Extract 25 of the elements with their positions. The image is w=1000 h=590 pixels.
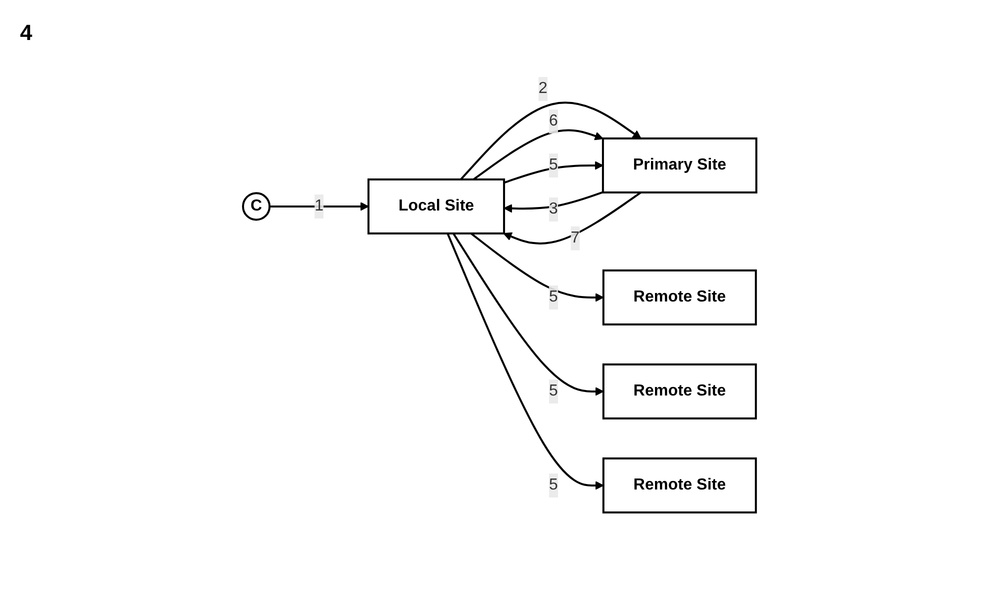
node-box: Remote Site	[602, 364, 758, 420]
arrow	[270, 202, 370, 212]
edge-label: 1	[314, 198, 324, 215]
arrow	[504, 161, 604, 184]
arrow	[460, 102, 642, 180]
edge-label: 7	[571, 230, 580, 247]
edge-label: 5	[549, 288, 558, 306]
arrow	[470, 232, 604, 302]
arrow	[452, 233, 604, 396]
edge-label: 6	[549, 112, 558, 130]
edge-label: 2	[538, 80, 548, 98]
edge-label: 5	[549, 476, 558, 494]
edge-label: 5	[549, 382, 558, 400]
step-number: 4	[20, 20, 32, 46]
node-box: Remote Site	[602, 458, 758, 514]
arrow	[504, 192, 642, 245]
arrow	[473, 130, 604, 181]
arrow	[447, 233, 604, 490]
node-box: Primary Site	[602, 138, 758, 194]
node-box: Remote Site	[602, 270, 758, 326]
node-box: Local Site	[368, 178, 506, 235]
arrow	[504, 192, 604, 214]
edge-label: 5	[549, 156, 558, 174]
node-circle: C	[242, 192, 271, 221]
edge-label: 3	[549, 200, 558, 218]
